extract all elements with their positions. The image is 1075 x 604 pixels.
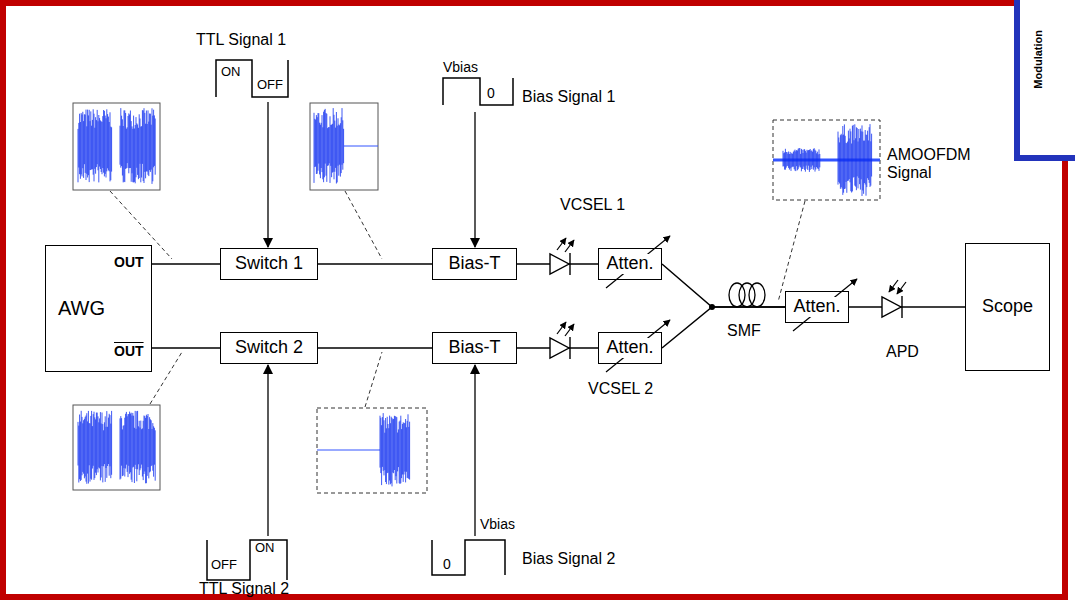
- signal-label: OFF: [257, 78, 283, 93]
- component-box: Bias-T: [432, 248, 517, 280]
- signal-wire: [662, 264, 785, 307]
- signal-label: Bias Signal 2: [522, 550, 615, 568]
- node-label: OUT: [112, 344, 146, 359]
- apd-symbol: [882, 296, 902, 318]
- node-label: Bias-T: [446, 338, 502, 358]
- signal-label: TTL Signal 2: [199, 580, 289, 598]
- emission-arrows: [557, 238, 574, 252]
- signal-label: Bias Signal 1: [522, 88, 615, 106]
- node-label: OUT: [112, 255, 146, 270]
- signal-thumbnail: [773, 120, 880, 200]
- signal-label: 0: [443, 556, 451, 572]
- signal-label: SMF: [727, 322, 761, 340]
- component-box: Atten.: [598, 332, 662, 364]
- signal-label: Vbias: [480, 516, 515, 532]
- signal-thumbnail: [310, 103, 378, 190]
- component-box: Atten.: [785, 291, 849, 323]
- component-box: Switch 1: [220, 248, 318, 280]
- signal-burst: [380, 413, 410, 486]
- node-label: Switch 2: [233, 338, 305, 358]
- fiber-coil: [729, 283, 765, 307]
- signal-burst: [314, 108, 344, 183]
- signal-thumbnail: [73, 405, 160, 490]
- signal-label: ON: [221, 65, 241, 80]
- signal-label: VCSEL 2: [588, 380, 653, 398]
- component-box: Bias-T: [432, 332, 517, 364]
- signal-label: 0: [487, 85, 495, 101]
- signal-wire: [152, 347, 220, 349]
- node-label: Switch 1: [233, 254, 305, 274]
- scope-box: Scope: [965, 243, 1050, 371]
- signal-label: VCSEL 1: [560, 196, 625, 214]
- node-label: Bias-T: [446, 254, 502, 274]
- signal-burst: [120, 411, 155, 483]
- signal-wire: [849, 306, 965, 308]
- signal-thumbnail: [317, 408, 427, 493]
- signal-label: AMOOFDM Signal: [887, 146, 997, 183]
- node-label: Scope: [980, 297, 1035, 317]
- control-arrows: [268, 102, 475, 536]
- signal-label: Vbias: [443, 59, 478, 75]
- signal-label: OFF: [211, 558, 237, 573]
- signal-baseline: [317, 450, 380, 451]
- signal-label: APD: [886, 343, 919, 361]
- node-label: AWG: [56, 297, 107, 319]
- signal-burst: [120, 108, 155, 184]
- vcsel-symbol: [550, 253, 570, 275]
- signal-wire: [318, 347, 432, 349]
- component-box: Switch 2: [220, 332, 318, 364]
- signal-wire: [318, 263, 432, 265]
- signal-wire: [152, 263, 220, 265]
- signal-thumbnail: [73, 103, 160, 190]
- node-label: Atten.: [791, 297, 842, 317]
- emission-arrows: [557, 322, 574, 336]
- signal-wire: [662, 307, 785, 348]
- corner-tab-label: Modulation: [1032, 30, 1045, 89]
- pulse-waveforms: [207, 60, 513, 580]
- corner-panel: [1017, 0, 1075, 158]
- signal-label: TTL Signal 1: [196, 31, 286, 49]
- signal-burst: [783, 148, 820, 172]
- signal-bursts: [78, 108, 880, 486]
- leader-lines: [110, 191, 805, 407]
- component-box: Atten.: [598, 248, 662, 280]
- signal-burst: [78, 411, 112, 484]
- signal-burst: [78, 109, 112, 182]
- signal-burst: [838, 124, 872, 196]
- signal-label: ON: [255, 541, 275, 556]
- frame-border: [3, 3, 1065, 597]
- node-label: Atten.: [604, 338, 655, 358]
- incident-arrows: [889, 280, 906, 294]
- coupler-dot: [709, 304, 715, 310]
- node-label: Atten.: [604, 254, 655, 274]
- signal-baseline: [344, 146, 378, 147]
- generator-box: OUT AWG OUT: [45, 245, 152, 372]
- vcsel-symbol: [550, 337, 570, 359]
